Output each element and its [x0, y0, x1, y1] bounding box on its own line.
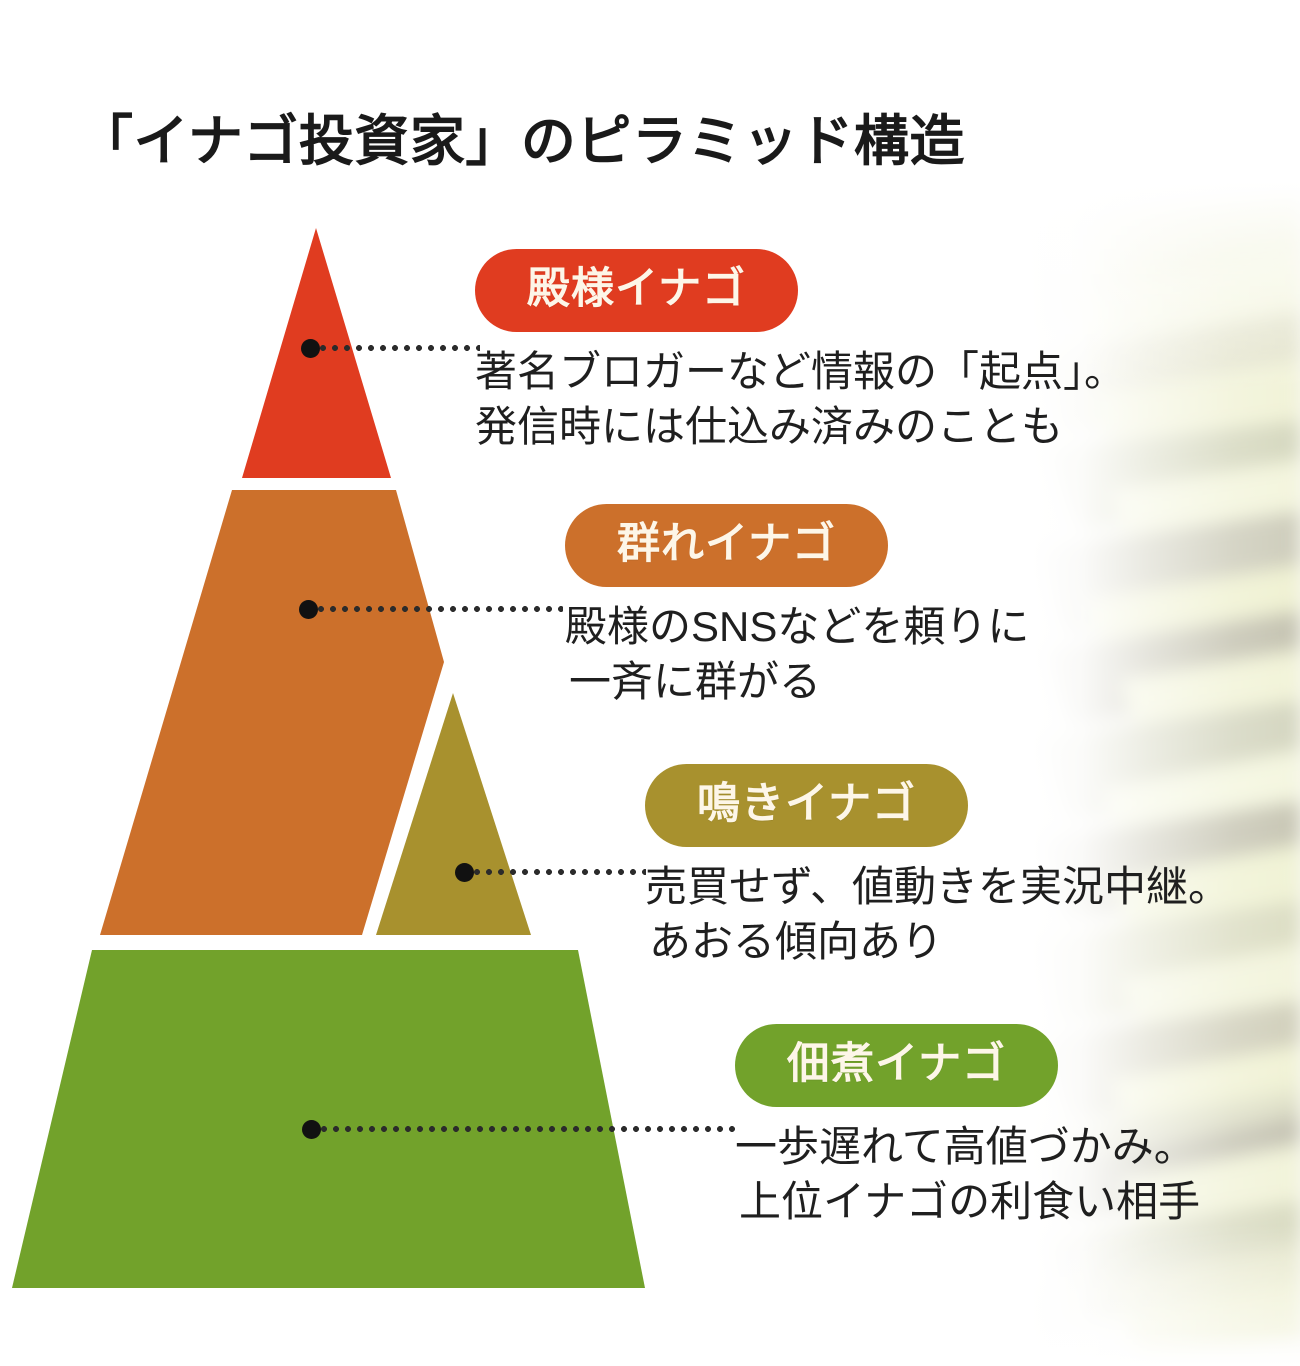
description-tier-3: 売買せず、値動きを実況中継。 あおる傾向あり — [645, 860, 1230, 969]
description-tier-3-line-2: あおる傾向あり — [649, 917, 944, 965]
description-tier-4: 一歩遅れて高値づかみ。 上位イナゴの利食い相手 — [735, 1120, 1200, 1229]
leader-dot-tier-3 — [455, 863, 474, 882]
leader-line-tier-1 — [317, 345, 480, 351]
description-tier-1: 著名ブロガーなど情報の「起点」。 発信時には仕込み済みのことも — [475, 345, 1126, 454]
description-tier-2: 殿様のSNSなどを頼りに 一斉に群がる — [565, 600, 1029, 709]
callout-tier-2: 群れイナゴ 殿様のSNSなどを頼りに 一斉に群がる — [565, 504, 1029, 709]
leader-dot-tier-2 — [299, 600, 318, 619]
badge-tier-1[interactable]: 殿様イナゴ — [475, 249, 799, 332]
callout-tier-3: 鳴きイナゴ 売買せず、値動きを実況中継。 あおる傾向あり — [645, 764, 1230, 969]
leader-line-tier-4 — [318, 1126, 736, 1132]
leader-dot-tier-4 — [302, 1120, 321, 1139]
badge-tier-3[interactable]: 鳴きイナゴ — [645, 764, 969, 847]
description-tier-2-line-1: 殿様のSNSなどを頼りに — [565, 603, 1030, 650]
description-tier-4-line-2: 上位イナゴの利食い相手 — [739, 1177, 1201, 1225]
leader-line-tier-3 — [471, 869, 646, 875]
callout-tier-1: 殿様イナゴ 著名ブロガーなど情報の「起点」。 発信時には仕込み済みのことも — [475, 249, 1126, 454]
leader-line-tier-2 — [315, 606, 563, 612]
background-photo — [970, 180, 1300, 1366]
description-tier-2-line-2: 一斉に群がる — [569, 657, 822, 705]
badge-tier-2[interactable]: 群れイナゴ — [565, 504, 889, 587]
callout-tier-4: 佃煮イナゴ 一歩遅れて高値づかみ。 上位イナゴの利食い相手 — [735, 1024, 1200, 1229]
description-tier-1-line-2: 発信時には仕込み済みのことも — [475, 402, 1064, 450]
description-tier-3-line-1: 売買せず、値動きを実況中継。 — [645, 863, 1231, 910]
badge-tier-4[interactable]: 佃煮イナゴ — [735, 1024, 1059, 1107]
leader-dot-tier-1 — [301, 339, 320, 358]
description-tier-4-line-1: 一歩遅れて高値づかみ。 — [735, 1123, 1196, 1170]
pyramid-tier-4-shape[interactable] — [12, 950, 645, 1288]
description-tier-1-line-1: 著名ブロガーなど情報の「起点」。 — [475, 348, 1127, 395]
background-vertical-fade — [970, 180, 1300, 1366]
pyramid-tier-2-shape[interactable] — [100, 490, 444, 935]
page-title: 「イナゴ投資家」のピラミッド構造 — [78, 110, 965, 172]
